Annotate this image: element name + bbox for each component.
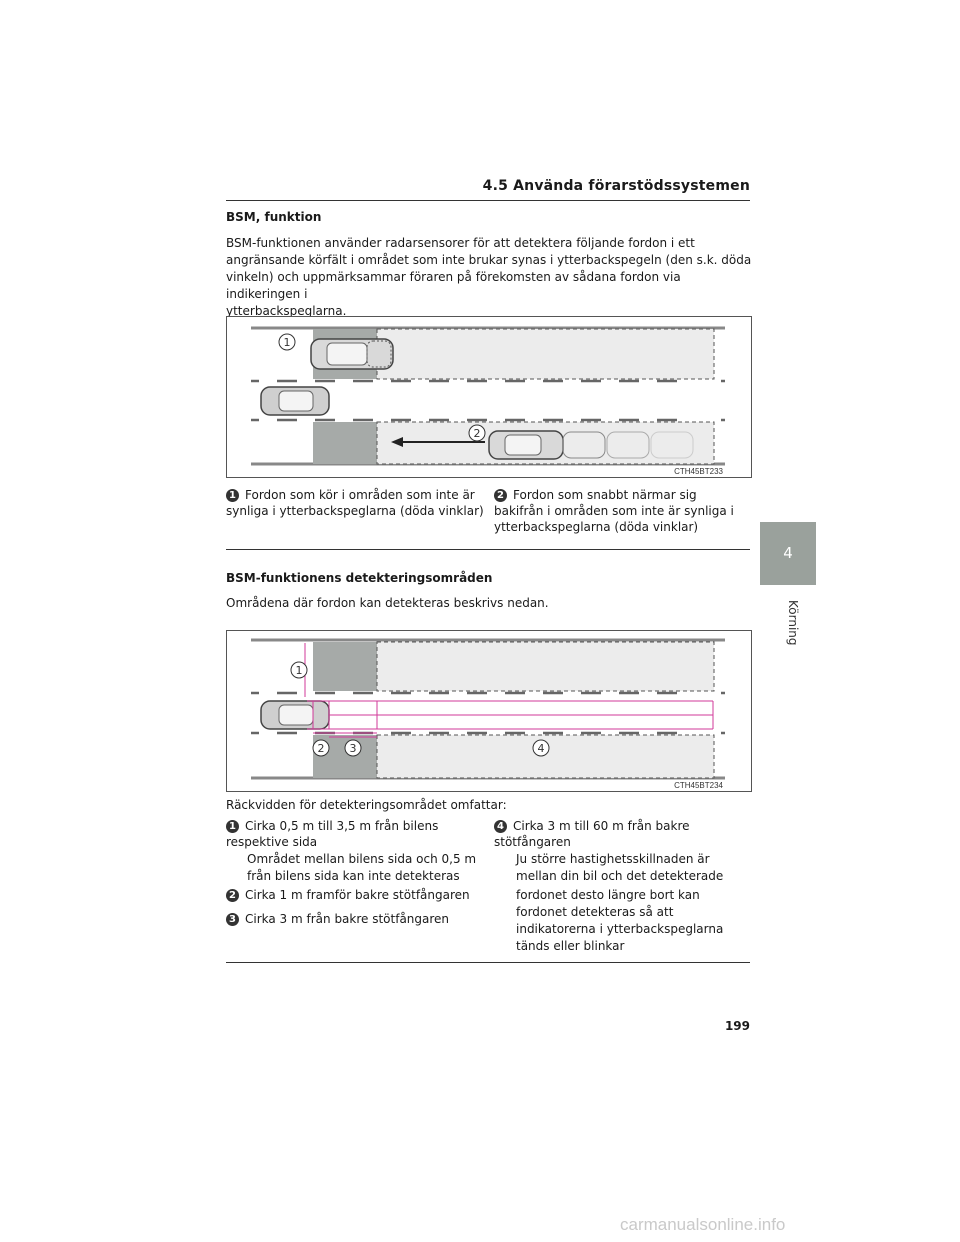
item-text: stötfångaren	[494, 835, 571, 849]
item-text: Cirka 1 m framför bakre stötfångaren	[245, 888, 470, 902]
chapter-label-text: Körning	[786, 600, 800, 646]
note-line: Området mellan bilens sida och 0,5 m	[247, 852, 477, 866]
own-vehicle	[260, 700, 330, 730]
note-line: fordonet detekteras så att	[516, 905, 674, 919]
item-text: Fordon som kör i områden som inte är	[245, 488, 475, 502]
item-number-badge: 2	[226, 889, 239, 902]
item-text: bakifrån i områden som inte är synliga i	[494, 504, 734, 518]
item-number-badge: 2	[494, 489, 507, 502]
note-line: fordonet desto längre bort kan	[516, 888, 700, 902]
item-number-badge: 1	[226, 489, 239, 502]
figure-detection-areas: 1 2 3 4 CTH45BT234	[226, 630, 752, 792]
heading-bsm-function: BSM, funktion	[226, 210, 322, 224]
item-text: respektive sida	[226, 835, 318, 849]
callout-circle	[468, 424, 486, 442]
detection-area-diagram: 1 2 3 4 CTH45BT234	[251, 638, 725, 790]
figure-code: CTH45BT234	[674, 781, 723, 790]
item-text: ytterbackspeglarna (döda vinklar)	[494, 520, 699, 534]
item-number-badge: 3	[226, 913, 239, 926]
list-item: 2 Fordon som snabbt närmar sig bakifrån i…	[494, 487, 752, 535]
item-number-badge: 4	[494, 820, 507, 833]
callout-circle	[290, 661, 308, 679]
intro-line: ytterbackspeglarna.	[226, 304, 347, 318]
callout-1: 1	[284, 336, 291, 349]
intro-line: vinkeln) och uppmärksammar föraren på fö…	[226, 270, 681, 301]
approach-zone-left	[376, 328, 715, 380]
section-divider	[226, 962, 750, 963]
note-line: tänds eller blinkar	[516, 939, 625, 953]
item-number-badge: 1	[226, 820, 239, 833]
section-divider	[226, 549, 750, 550]
heading-detection-areas: BSM-funktionens detekteringsområden	[226, 571, 493, 585]
zone-near-left	[313, 642, 377, 691]
callout-circle	[278, 333, 296, 351]
item-text: Cirka 3 m till 60 m från bakre	[513, 819, 690, 833]
intro-line: BSM-funktionen använder radarsensorer fö…	[226, 236, 695, 250]
own-vehicle	[260, 386, 330, 416]
item-note: Området mellan bilens sida och 0,5 m frå…	[247, 851, 487, 885]
range-markers	[304, 643, 714, 738]
item-text: Cirka 3 m från bakre stötfångaren	[245, 912, 450, 926]
note-line: mellan din bil och det detekterade	[516, 869, 724, 883]
list-item: 1 Fordon som kör i områden som inte är sy…	[226, 487, 488, 519]
figure-code: CTH45BT233	[674, 467, 723, 476]
header-rule	[226, 200, 750, 201]
callout-circle	[344, 739, 362, 757]
intro-paragraph: BSM-funktionen använder radarsensorer fö…	[226, 235, 752, 320]
range-intro: Räckvidden för detekteringsområdet omfat…	[226, 798, 507, 812]
callout-2: 2	[474, 427, 481, 440]
callout-4: 4	[538, 742, 545, 755]
watermark: carmanualsonline.info	[620, 1215, 786, 1234]
vehicle-in-blind-spot	[310, 338, 394, 370]
note-line: indikatorerna i ytterbackspeglarna	[516, 922, 724, 936]
page-number: 199	[724, 1019, 750, 1033]
chapter-tab: 4	[760, 522, 816, 585]
item-text: Cirka 0,5 m till 3,5 m från bilens	[245, 819, 439, 833]
arrow-head	[391, 437, 403, 447]
chapter-label: Körning	[758, 600, 818, 660]
list-item: 3 Cirka 3 m från bakre stötfångaren	[226, 911, 488, 927]
callout-circle	[532, 739, 550, 757]
callout-circle	[312, 739, 330, 757]
callout-2: 2	[318, 742, 325, 755]
detection-intro: Områdena där fordon kan detekteras beskr…	[226, 596, 549, 610]
section-header-title: 4.5 Använda förarstödssystemen	[482, 178, 750, 194]
list-item: 1 Cirka 0,5 m till 3,5 m från bilens resp…	[226, 818, 488, 850]
item-note: Ju större hastighetsskillnaden är mellan…	[516, 851, 750, 955]
intro-line: angränsande körfält i området som inte b…	[226, 253, 752, 267]
zone-far-left	[376, 641, 715, 692]
blind-zone-right	[313, 422, 377, 464]
figure-blind-spot: 1 2 CTH45BT233	[226, 316, 752, 478]
list-item: 2 Cirka 1 m framför bakre stötfångaren	[226, 887, 488, 903]
note-line: Ju större hastighetsskillnaden är	[516, 852, 710, 866]
blind-spot-diagram: 1 2 CTH45BT233	[251, 326, 725, 476]
callout-1: 1	[296, 664, 303, 677]
item-text: Fordon som snabbt närmar sig	[513, 488, 697, 502]
note-line: från bilens sida kan inte detekteras	[247, 869, 460, 883]
item-text: synliga i ytterbackspeglarna (döda vinkl…	[226, 504, 484, 518]
list-item: 4 Cirka 3 m till 60 m från bakre stötfång…	[494, 818, 752, 850]
callout-3: 3	[350, 742, 357, 755]
approaching-vehicle	[488, 430, 694, 460]
